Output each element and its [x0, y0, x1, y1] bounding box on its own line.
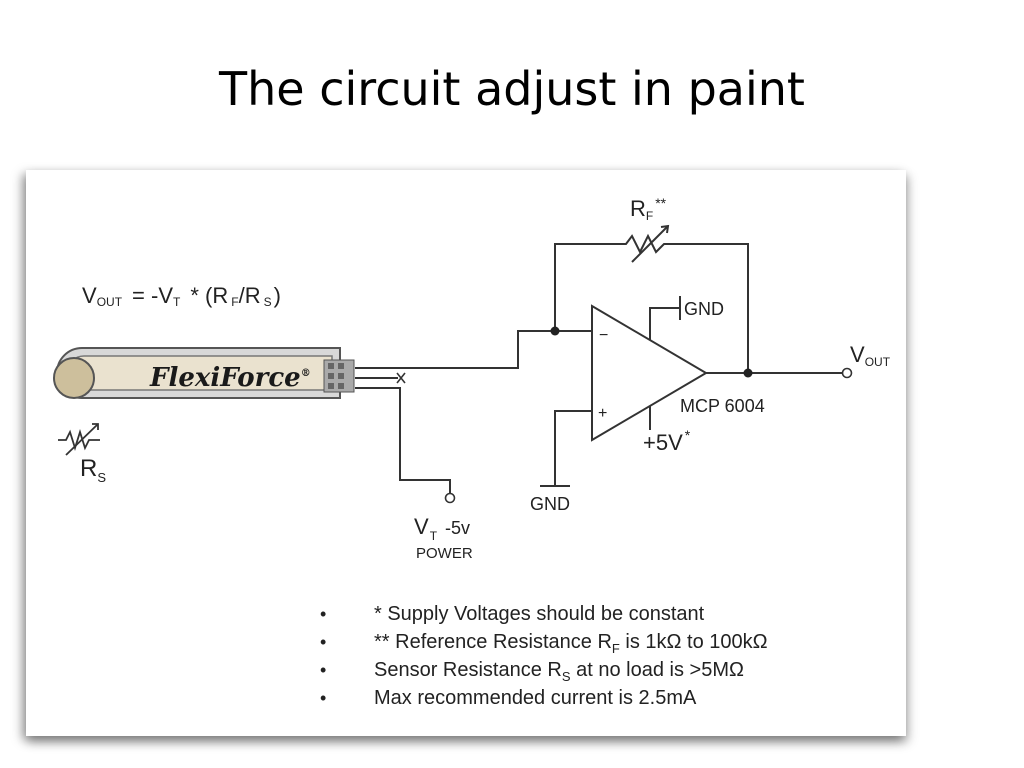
slide-title: The circuit adjust in paint: [219, 62, 805, 116]
note-bullet: •: [320, 632, 327, 652]
note-item: • ** Reference Resistance RF is 1kΩ to 10…: [320, 628, 768, 656]
note-bullet: •: [320, 660, 327, 680]
formula-close: ): [274, 283, 281, 308]
note-sub: F: [611, 641, 620, 656]
output-terminal: [841, 367, 853, 379]
bottom-gnd-label: GND: [530, 494, 570, 514]
formula-slash: /R: [239, 283, 261, 308]
opamp-symbol: [591, 304, 708, 442]
top-gnd-label: GND: [684, 299, 724, 319]
note-item: • Sensor Resistance RS at no load is >5MΩ: [320, 656, 768, 684]
supply-label: +5V*: [643, 427, 691, 455]
opamp-minus: −: [599, 327, 608, 344]
junction-dot: [743, 368, 753, 378]
formula-vout-sub: OUT: [97, 295, 123, 309]
sensor-resistor-label: RS: [80, 455, 106, 485]
formula-vout: V: [82, 283, 97, 308]
note-text: at no load is >5MΩ: [576, 659, 744, 681]
opamp-plus: +: [598, 405, 607, 422]
drive-voltage-label: VT-5v: [414, 514, 470, 543]
formula-rf-sub: F: [231, 295, 238, 309]
note-bullet: •: [320, 604, 327, 624]
junction-dot: [550, 326, 560, 336]
feedback-resistor: [554, 224, 749, 373]
formula-rs-sub: S: [264, 295, 272, 309]
formula-vt-sub: T: [173, 295, 181, 309]
note-text: is 1kΩ to 100kΩ: [625, 631, 768, 653]
sensor-resistor-icon: [58, 423, 100, 456]
circuit-wires: [355, 296, 843, 494]
note-item: • * Supply Voltages should be constant: [320, 600, 768, 628]
vt-terminal: [444, 492, 456, 504]
wire-nc-marker: [396, 372, 406, 384]
feedback-resistor-label: RF**: [630, 195, 667, 223]
note-bullet: •: [320, 688, 327, 708]
svg-text:VOUT= -VT* (RF/RS): VOUT = -VT * (RF/RS): [82, 283, 281, 309]
note-text: Max recommended current is 2.5mA: [374, 687, 697, 709]
power-label: POWER: [416, 545, 473, 562]
output-label: VOUT: [850, 342, 891, 369]
formula-eq: = -V: [132, 283, 173, 308]
opamp-part-label: MCP 6004: [680, 396, 765, 416]
flexiforce-brand: FlexiForce®: [149, 363, 311, 393]
flexiforce-sensor: [53, 347, 355, 399]
note-text: Sensor Resistance R: [374, 659, 562, 681]
note-text: ** Reference Resistance R: [374, 631, 612, 653]
notes-list: • * Supply Voltages should be constant • *…: [320, 600, 768, 712]
note-sub: S: [561, 669, 571, 684]
note-item: • Max recommended current is 2.5mA: [320, 684, 768, 712]
note-text: * Supply Voltages should be constant: [374, 603, 705, 625]
formula-mult: * (R: [190, 283, 228, 308]
